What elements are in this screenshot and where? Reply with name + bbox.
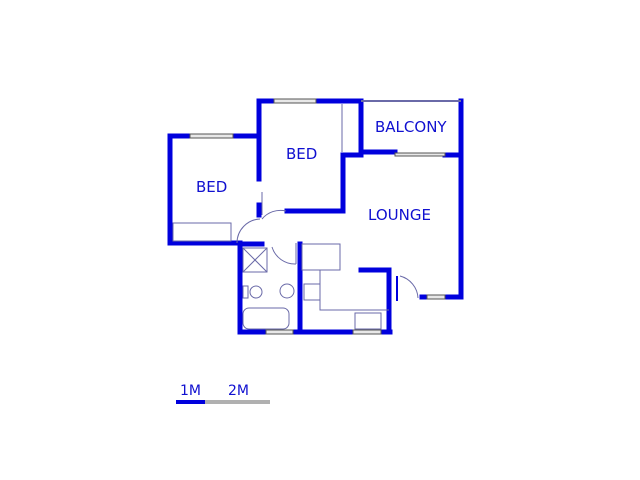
room-label-balcony: BALCONY	[375, 118, 447, 136]
wall-bed1	[167, 133, 243, 246]
toilet	[249, 285, 263, 299]
room-label-bed1: BED	[196, 178, 228, 196]
room-label-bed2: BED	[286, 145, 318, 163]
scale-label-2m: 2M	[228, 383, 249, 399]
scale-label-1m: 1M	[180, 383, 201, 399]
basin	[279, 283, 295, 299]
walls	[167, 98, 464, 335]
sink	[354, 312, 382, 330]
fixtures	[172, 100, 461, 330]
room-label-lounge: LOUNGE	[368, 206, 431, 224]
windows	[189, 98, 446, 335]
bathtub	[242, 307, 290, 330]
shower	[242, 247, 268, 273]
stove	[303, 283, 321, 301]
